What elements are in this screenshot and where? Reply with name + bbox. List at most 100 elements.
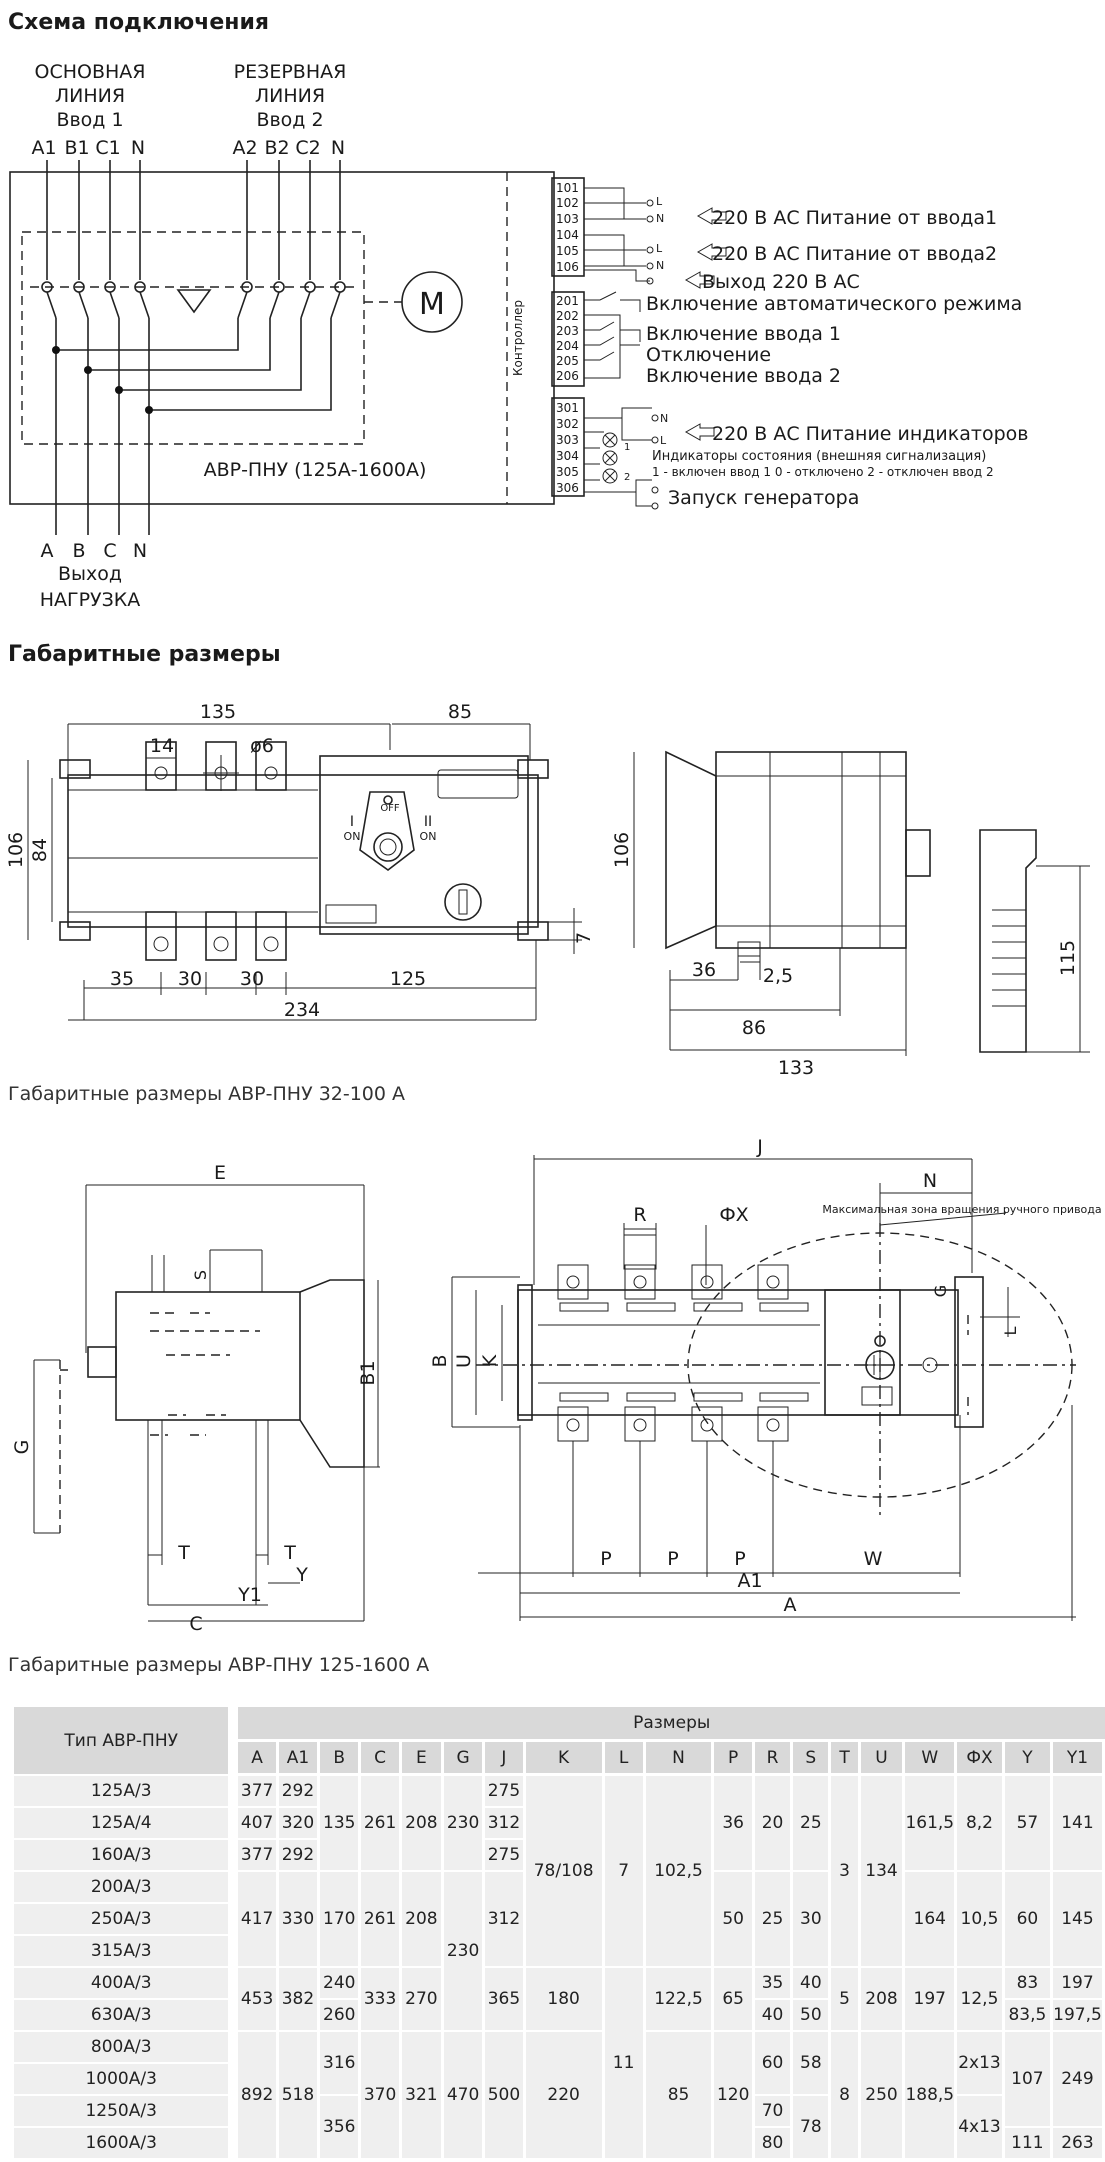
dim-106: 106 [5, 832, 27, 868]
cell: 78 [793, 2096, 832, 2160]
cell: 135 [320, 1776, 362, 1872]
col-l: L [604, 1742, 646, 1776]
pin-l-1: L [656, 195, 663, 208]
caption-large: Габаритные размеры АВР-ПНУ 125-1600 А [8, 1654, 430, 1676]
cell: 50 [714, 1872, 755, 1968]
motor-label: M [419, 287, 445, 322]
dim-115: 115 [1057, 940, 1079, 976]
cell: 122,5 [645, 1968, 715, 2032]
term-b2: B2 [264, 137, 289, 159]
term-304: 304 [556, 449, 579, 463]
row-name: 125А/3 [14, 1776, 239, 1808]
cell: 5 [831, 1968, 861, 2032]
cell: 35 [754, 1968, 794, 2000]
cell: 83 [1004, 1968, 1053, 2000]
terminal-block-3 [551, 397, 585, 497]
dim-n: N [923, 1170, 937, 1192]
reserve-line-title-2: ЛИНИЯ [255, 85, 325, 107]
mark-on-2: ON [420, 830, 437, 843]
output-label: Выход [58, 563, 122, 585]
cell: 275 [485, 1840, 526, 1872]
dim-c: C [189, 1613, 202, 1635]
cell: 356 [320, 2096, 362, 2160]
cell: 518 [278, 2032, 321, 2160]
term-b1: B1 [64, 137, 89, 159]
cell: 292 [278, 1776, 321, 1808]
pin-n-2: N [656, 259, 664, 272]
term-104: 104 [556, 228, 579, 242]
cell: 365 [485, 1968, 526, 2032]
label-indicator-legend: 1 - включен ввод 1 0 - отключено 2 - отк… [652, 465, 994, 479]
cell: 333 [361, 1968, 402, 2032]
row-name: 160А/3 [14, 1840, 239, 1872]
dim-b1: B1 [357, 1360, 379, 1385]
cell: 230 [443, 1776, 486, 1872]
mark-ii: II [424, 814, 432, 830]
cell: 312 [485, 1872, 526, 1968]
cell: 320 [278, 1808, 321, 1840]
cell: 260 [320, 2000, 362, 2032]
term-n1: N [131, 137, 145, 159]
out-term-n: N [133, 540, 147, 562]
out-term-a: A [41, 540, 54, 562]
dim-j: J [756, 1136, 763, 1158]
dim-t-1: T [177, 1542, 190, 1564]
pin-n-1: N [656, 212, 664, 225]
dim-86: 86 [742, 1017, 766, 1039]
small-dimension-drawing: I ON OFF II ON 135 85 14 ø6 106 84 35 30… [5, 701, 1090, 1079]
col-a1: A1 [278, 1742, 321, 1776]
term-302: 302 [556, 417, 579, 431]
dim-a: A [784, 1594, 797, 1616]
col-b: B [320, 1742, 362, 1776]
rotation-zone-note: Максимальная зона вращения ручного приво… [822, 1203, 1101, 1216]
large-dimension-drawing: E S B1 G T T Y Y1 C J N Максимальная зон… [11, 1136, 1102, 1635]
cell: 321 [401, 2032, 444, 2160]
dim-y: Y [295, 1564, 308, 1586]
controller-label: Контроллер [511, 300, 525, 376]
cell: 12,5 [957, 1968, 1005, 2032]
cell: 120 [714, 2032, 755, 2160]
cell: 263 [1052, 2128, 1105, 2160]
switch-outline [21, 231, 365, 445]
col-e: E [401, 1742, 444, 1776]
cell: 36 [714, 1776, 755, 1872]
dim-fx: ФX [719, 1204, 748, 1226]
cell: 60 [754, 2032, 794, 2096]
cell: 892 [238, 2032, 279, 2160]
label-input-1: Включение ввода 1 [646, 323, 841, 345]
cell: 8 [831, 2032, 861, 2160]
mark-on-1: ON [344, 830, 361, 843]
cell: 30 [793, 1872, 832, 1968]
row-name: 125А/4 [14, 1808, 239, 1840]
cell: 220 [525, 2032, 605, 2160]
label-power-1: 220 В АС Питание от ввода1 [712, 207, 997, 229]
dim-35: 35 [110, 968, 134, 990]
row-name: 315А/3 [14, 1936, 239, 1968]
cell: 134 [860, 1776, 906, 1968]
dim-14: 14 [150, 735, 174, 757]
cell: 60 [1004, 1872, 1053, 1968]
cell: 40 [754, 2000, 794, 2032]
col-s: S [793, 1742, 832, 1776]
term-305: 305 [556, 465, 579, 479]
term-201: 201 [556, 294, 579, 308]
cell: 500 [485, 2032, 526, 2160]
cell: 250 [860, 2032, 906, 2160]
cell: 377 [238, 1840, 279, 1872]
label-indicator-state: Индикаторы состояния (внешняя сигнализац… [652, 449, 986, 464]
main-line-title-1: ОСНОВНАЯ [35, 61, 146, 83]
row-name: 1000А/3 [14, 2064, 239, 2096]
row-name: 400А/3 [14, 1968, 239, 2000]
cell: 3 [831, 1776, 861, 1968]
cell: 170 [320, 1872, 362, 1968]
pin-l-3: L [660, 434, 667, 447]
label-auto-mode: Включение автоматического режима [646, 293, 1022, 315]
cell: 453 [238, 1968, 279, 2032]
cell: 40 [793, 1968, 832, 2000]
reserve-line-title-1: РЕЗЕРВНАЯ [234, 61, 347, 83]
cell: 111 [1004, 2128, 1053, 2160]
main-line-title-3: Ввод 1 [56, 109, 123, 131]
cell: 197 [905, 1968, 958, 2032]
term-a1: A1 [31, 137, 56, 159]
cell: 407 [238, 1808, 279, 1840]
